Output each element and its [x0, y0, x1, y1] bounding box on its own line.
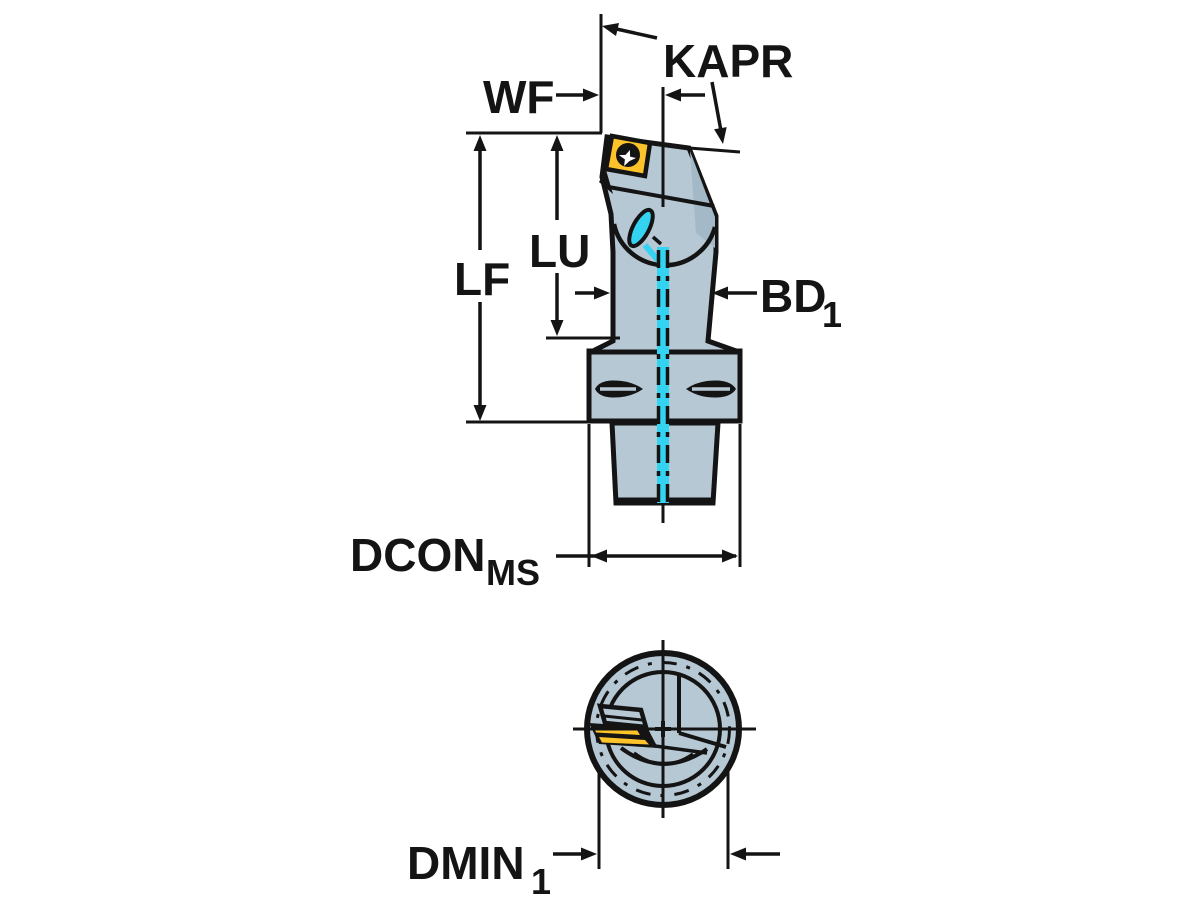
- dimension-labels: KAPR WF LF LU BD 1 DCON MS DMIN 1: [350, 35, 842, 900]
- bd-arrowhead-left-icon: [594, 286, 610, 300]
- label-lu: LU: [529, 225, 590, 277]
- dcon-arrowhead-left-icon: [591, 549, 607, 563]
- coolant-channel: [657, 247, 669, 503]
- end-view-clamp-line: [603, 714, 643, 722]
- label-bd: BD: [760, 270, 826, 322]
- lf-arrowhead-down-icon: [473, 405, 487, 421]
- insert-pocket-line: [602, 184, 715, 208]
- end-view-sector-line-slanted: [678, 731, 727, 749]
- label-kapr: KAPR: [663, 35, 793, 87]
- dmin-arrowhead-left-icon: [581, 847, 597, 861]
- bd-arrowhead-right-icon: [712, 286, 728, 300]
- end-view-center-cross-icon: [655, 721, 671, 737]
- label-dcon-subscript: MS: [486, 552, 540, 593]
- label-lf: LF: [454, 253, 510, 305]
- holder-tip: [599, 170, 613, 194]
- lu-arrowhead-down-icon: [550, 320, 564, 336]
- coolant-exit-hole: [627, 207, 655, 249]
- main-view: [586, 87, 743, 523]
- kapr-angle-arrow-line: [710, 81, 723, 132]
- head-shaded-face: [690, 151, 715, 248]
- main-view-dimensions: [466, 14, 757, 567]
- wf-opposite-arrow-line: [611, 26, 658, 40]
- kapr-arrowhead-icon: [665, 88, 681, 102]
- end-view-insert-edge-bottom: [599, 737, 649, 745]
- kapr-angle-arrowhead-icon: [714, 127, 727, 144]
- dmin-arrowhead-right-icon: [730, 847, 746, 861]
- lu-arrowhead-up-icon: [550, 135, 564, 151]
- end-view: [553, 640, 780, 869]
- coolant-hole-tick: [651, 235, 663, 246]
- label-dcon: DCON: [350, 529, 485, 581]
- label-dmin: DMIN: [407, 837, 525, 889]
- screw-torx-icon: [619, 150, 636, 166]
- label-wf: WF: [483, 71, 555, 123]
- wf-arrowhead-icon: [583, 88, 599, 102]
- dcon-arrowhead-right-icon: [722, 549, 738, 563]
- label-bd-subscript: 1: [822, 294, 842, 335]
- cutting-edge-reference-line: [688, 146, 741, 154]
- wf-opposite-arrowhead-icon: [602, 23, 619, 36]
- label-dmin-subscript: 1: [531, 861, 551, 900]
- lf-arrowhead-up-icon: [473, 135, 487, 151]
